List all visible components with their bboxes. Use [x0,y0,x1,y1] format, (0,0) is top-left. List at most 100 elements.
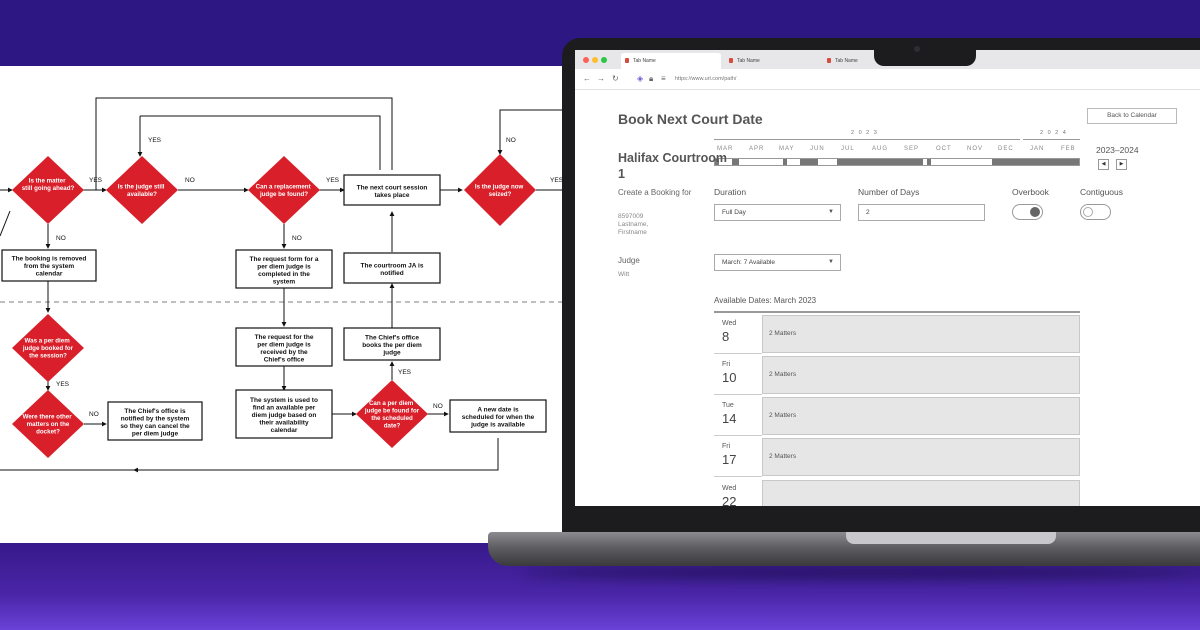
days-input[interactable]: 2 [858,204,985,221]
overbook-toggle[interactable] [1012,204,1043,220]
box-next-session [343,174,441,206]
box-request-form [235,249,333,289]
duration-value: Full Day [722,209,746,216]
box-system-find [235,389,333,439]
day-of-week: Fri [722,361,731,368]
date-row[interactable]: Wed 22 [714,479,1080,506]
timeline-segment [927,159,931,165]
browser-tab[interactable]: Tab Name [725,53,825,69]
date-row[interactable]: Wed 8 2 Matters [714,314,1080,356]
edge-label-no: NO [433,403,443,410]
edge-label-no: NO [89,411,99,418]
month-select[interactable]: March: 7 Available ▼ [714,254,841,271]
edge-seized-top [497,109,580,155]
url-field[interactable]: https://www.url.com/path/ [675,76,737,82]
next-range-button[interactable]: ▶ [1116,159,1127,170]
chevron-down-icon: ▼ [828,209,834,215]
year-rule [714,139,1020,140]
back-to-calendar-button[interactable]: Back to Calendar [1087,108,1177,124]
year-label: 2 0 2 4 [1040,130,1068,136]
year-rule [1023,139,1080,140]
edge-label-yes: YES [550,177,564,184]
decision-matter-ahead [12,156,84,224]
duration-select[interactable]: Full Day ▼ [714,204,841,221]
edge-label-yes: YES [398,369,412,376]
edge-label-yes: YES [89,177,103,184]
day-number: 17 [722,452,737,467]
date-cell: Wed 8 [714,314,762,354]
date-cell: Fri 10 [714,355,762,395]
toggle-knob [1030,207,1040,217]
box-request-received [235,327,333,367]
flowchart-diagram: YES YES NO YES NO YES NO NO YES NO YES N… [0,97,580,473]
timeline-segment [837,159,923,165]
matter-cell[interactable]: 2 Matters [762,438,1080,476]
availability-timeline[interactable] [714,158,1080,166]
date-row[interactable]: Fri 17 2 Matters [714,437,1080,479]
edge-label-yes: YES [326,177,340,184]
month-label: MAR [717,146,734,152]
box-new-date [449,399,547,433]
date-range-label: 2023–2024 [1096,145,1139,155]
minimize-window-icon[interactable] [592,57,598,63]
laptop-opening-notch [846,532,1056,544]
booking-id: 8597009 [618,213,644,220]
date-row[interactable]: Fri 10 2 Matters [714,355,1080,397]
favicon-icon [827,58,831,63]
box-chief-books [343,327,441,361]
judge-name: Witt [618,271,630,278]
days-label: Number of Days [858,187,920,197]
timeline-segment [783,159,787,165]
back-arrow-icon[interactable]: ← [583,74,591,83]
matter-cell[interactable]: 2 Matters [762,356,1080,394]
timeline-segment [732,159,739,165]
available-dates-heading: Available Dates: March 2023 [714,296,817,305]
settings-icon[interactable]: ≡ [661,74,666,83]
matter-cell[interactable] [762,480,1080,506]
browser-tab[interactable]: Tab Name [823,53,923,69]
maximize-window-icon[interactable] [601,57,607,63]
edge-label-no: NO [506,137,516,144]
courtroom-title: Halifax Courtroom 1 [618,151,728,181]
matter-cell[interactable]: 2 Matters [762,397,1080,435]
month-select-value: March: 7 Available [722,259,775,266]
month-label: JUL [841,146,855,152]
edge-loop-top [95,97,393,190]
day-number: 22 [722,494,737,506]
decision-judge-seized [464,154,536,226]
close-window-icon[interactable] [583,57,589,63]
tab-label: Tab Name [633,58,656,64]
prev-range-button[interactable]: ◀ [1098,159,1109,170]
overbook-label: Overbook [1012,187,1049,197]
date-row[interactable]: Tue 14 2 Matters [714,396,1080,438]
date-cell: Tue 14 [714,396,762,436]
month-label: JAN [1030,146,1045,152]
month-label: JUN [810,146,825,152]
box-ja-notified [343,252,441,284]
month-label: AUG [872,146,889,152]
edge-label-no: NO [56,235,66,242]
day-of-week: Wed [722,485,737,492]
month-label: SEP [904,146,920,152]
decision-judge-available [106,156,178,224]
timeline-segment [992,159,1079,165]
toggle-knob [1083,207,1093,217]
matter-cell[interactable]: 2 Matters [762,315,1080,353]
edge-label-no: NO [292,235,302,242]
matters-count: 2 Matters [769,371,797,378]
browser-tab[interactable]: Tab Name [621,53,721,69]
contiguous-toggle[interactable] [1080,204,1111,220]
tab-label: Tab Name [737,58,760,64]
contiguous-label: Contiguous [1080,187,1124,197]
decision-matter-ahead-label: Is the matter still going ahead? [22,177,75,192]
forward-arrow-icon[interactable]: → [597,74,605,83]
reload-icon[interactable]: ↻ [612,74,619,83]
date-cell: Fri 17 [714,437,762,477]
day-of-week: Wed [722,320,737,327]
